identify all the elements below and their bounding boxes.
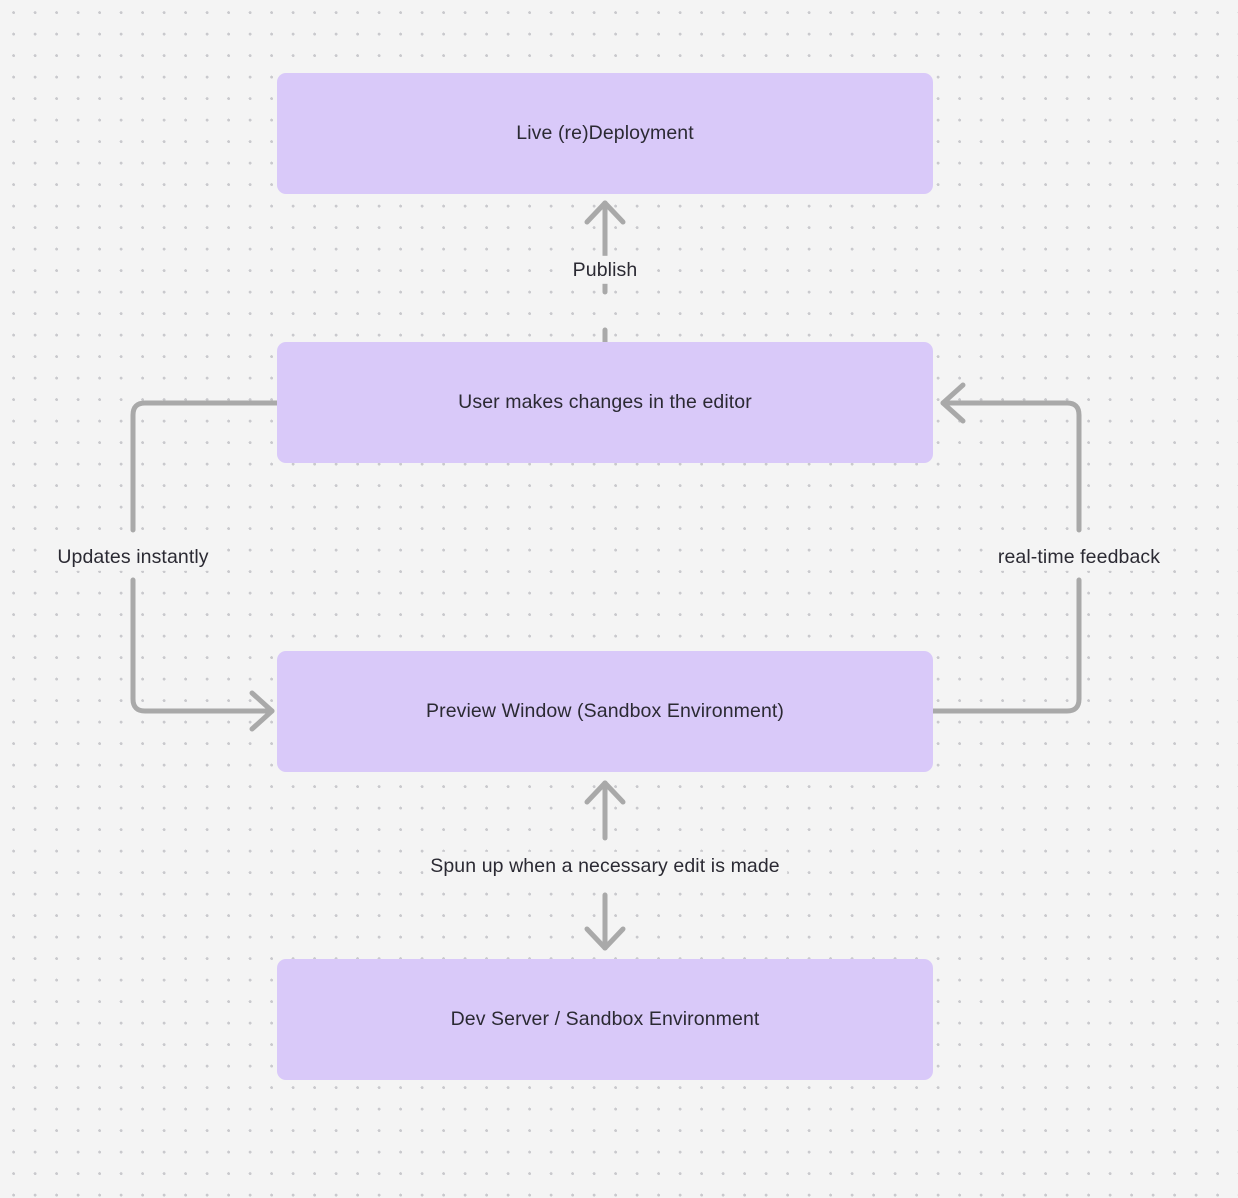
node-dev-server[interactable]: Dev Server / Sandbox Environment	[277, 959, 933, 1080]
edge-label-real-time-feedback: real-time feedback	[990, 542, 1168, 572]
node-live-deployment[interactable]: Live (re)Deployment	[277, 73, 933, 194]
node-dev-server-label: Dev Server / Sandbox Environment	[450, 1007, 760, 1030]
edge-updates-lower	[130, 577, 275, 714]
node-user-edits[interactable]: User makes changes in the editor	[277, 342, 933, 463]
node-user-edits-label: User makes changes in the editor	[458, 390, 752, 413]
edge-feedback-upper	[940, 400, 1082, 533]
node-preview-window[interactable]: Preview Window (Sandbox Environment)	[277, 651, 933, 772]
edge-updates-arrowhead	[249, 690, 275, 732]
node-live-deployment-label: Live (re)Deployment	[516, 121, 694, 144]
node-preview-window-label: Preview Window (Sandbox Environment)	[426, 699, 784, 722]
edge-updates-upper	[130, 400, 280, 533]
edge-label-updates-instantly: Updates instantly	[50, 542, 216, 572]
edge-feedback-arrowhead	[940, 382, 966, 424]
edge-spunup-arrowhead-up	[584, 780, 626, 805]
edge-publish-arrowhead	[584, 200, 626, 225]
edge-label-publish: Publish	[565, 255, 645, 285]
edge-spunup-arrowhead-down	[584, 926, 626, 951]
edge-label-spun-up: Spun up when a necessary edit is made	[423, 851, 787, 881]
edge-feedback-lower	[930, 577, 1082, 714]
